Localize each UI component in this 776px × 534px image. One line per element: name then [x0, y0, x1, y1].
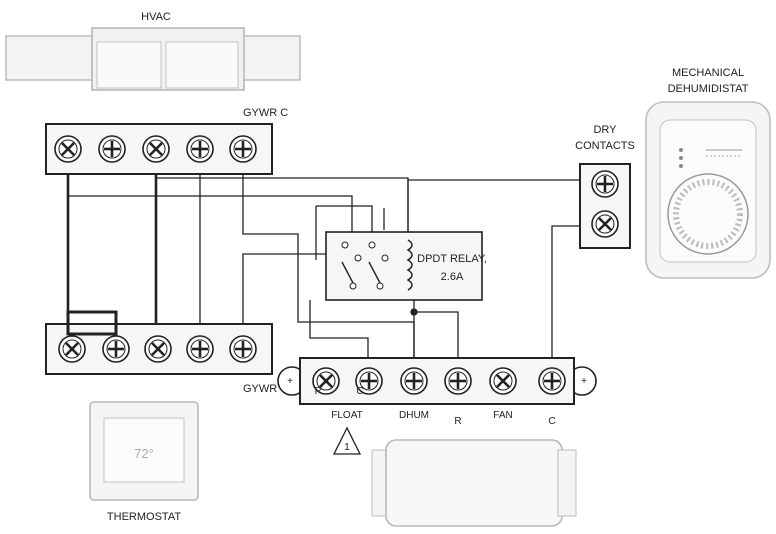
terminal-label-float: FLOAT [331, 410, 362, 421]
warning-note-number: 1 [344, 442, 350, 453]
dpdt-relay [325, 231, 483, 301]
gywrc-label: GYWR C [243, 107, 288, 119]
terminal-label-c: C [548, 416, 555, 427]
terminal-label-dhum: DHUM [399, 410, 429, 421]
terminal-p-label: P [315, 386, 322, 397]
dry-contacts-label-line2: CONTACTS [575, 140, 635, 152]
hvac-label: HVAC [141, 11, 171, 23]
dehumidifier-unit [371, 439, 577, 527]
hvac-terminal-strip [45, 123, 273, 175]
dehumidistat-label-line2: DEHUMIDISTAT [668, 83, 749, 95]
thermostat-device [89, 401, 199, 501]
thermostat-label: THERMOSTAT [107, 511, 181, 523]
dry-contacts-block [579, 163, 631, 249]
terminal-label-r: R [454, 416, 461, 427]
wiring [66, 174, 592, 360]
warning-triangle-icon [332, 426, 362, 455]
thermostat-terminal-strip [45, 310, 273, 375]
relay-label-line2: 2.6A [441, 271, 464, 283]
plus-left-label: + [287, 376, 293, 387]
relay-label-line1: DPDT RELAY, [417, 253, 487, 265]
relay-coil-icon [406, 239, 413, 291]
terminal-label-fan: FAN [493, 410, 512, 421]
hvac-unit [5, 27, 301, 91]
dry-contacts-label-line1: DRY [593, 124, 617, 136]
mechanical-dehumidistat [645, 101, 771, 279]
gywr-label: GYWR [243, 383, 277, 395]
dehumidifier-terminal-strip [277, 357, 597, 405]
plus-right-label: + [581, 376, 587, 387]
terminal-c-label: C [356, 386, 363, 397]
dehumidistat-label-line1: MECHANICAL [672, 67, 744, 79]
thermostat-display: 72° [134, 446, 154, 461]
